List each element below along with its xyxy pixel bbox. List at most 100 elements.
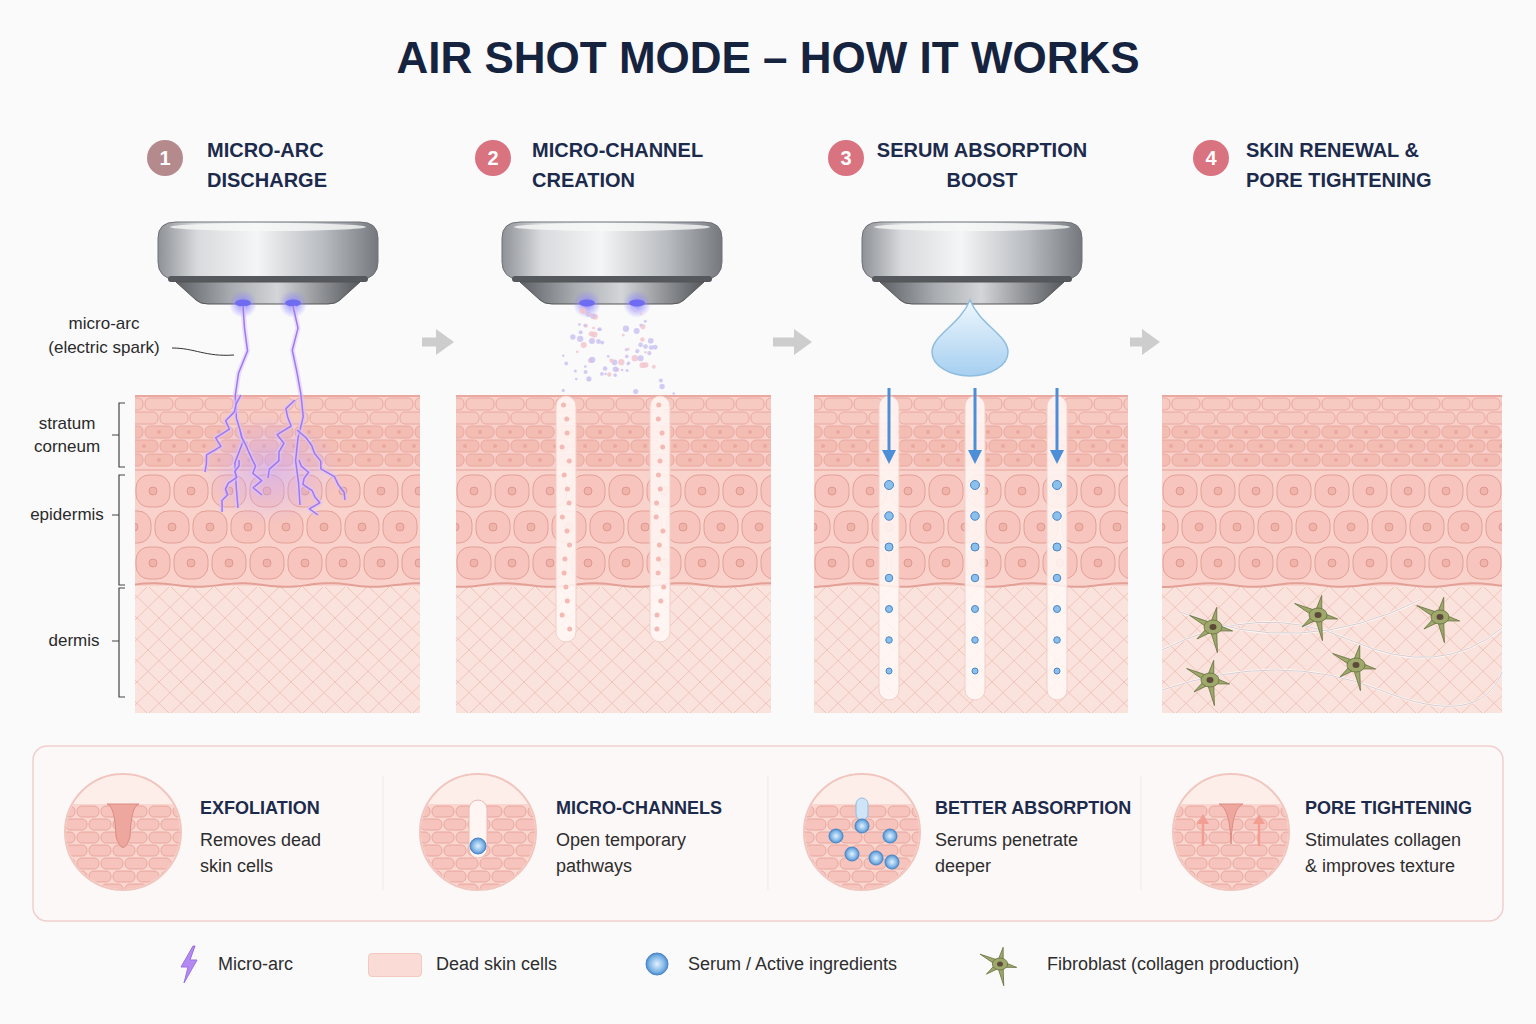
skin-section bbox=[814, 395, 1128, 713]
cell-nucleus bbox=[641, 523, 649, 531]
collagen-strand bbox=[1180, 600, 1420, 633]
serum-dot bbox=[885, 543, 893, 551]
skin-section bbox=[1162, 395, 1502, 713]
collagen-strand bbox=[1162, 670, 1502, 706]
epidermis-cell bbox=[1162, 511, 1178, 543]
flat-cell bbox=[1412, 426, 1440, 438]
icon-cell bbox=[816, 806, 838, 817]
epidermis-cell bbox=[1486, 511, 1502, 543]
cell-nucleus bbox=[923, 523, 931, 531]
flat-cell bbox=[824, 398, 852, 410]
flat-cell bbox=[1094, 398, 1122, 410]
cell-nucleus bbox=[851, 444, 855, 448]
flow-arrow bbox=[773, 338, 794, 347]
cell-nucleus bbox=[187, 458, 191, 462]
collagen-fiber bbox=[1440, 587, 1502, 713]
icon-cell bbox=[528, 858, 550, 869]
cell-nucleus bbox=[1214, 458, 1218, 462]
icon-cell bbox=[173, 832, 195, 843]
serum-dot bbox=[885, 574, 893, 582]
flat-cell bbox=[1442, 454, 1470, 466]
collagen-fiber bbox=[1242, 587, 1372, 713]
epidermis-cell bbox=[1429, 475, 1463, 507]
epidermis-cell bbox=[307, 511, 341, 543]
flat-cell bbox=[736, 454, 764, 466]
flat-cell bbox=[135, 440, 158, 452]
epidermis-cell bbox=[1163, 547, 1197, 579]
cell-nucleus bbox=[583, 444, 587, 448]
collagen-fiber bbox=[690, 587, 771, 713]
cell-nucleus bbox=[339, 559, 347, 567]
particle bbox=[570, 334, 575, 339]
panel-divider bbox=[767, 776, 768, 890]
cell-nucleus bbox=[1364, 458, 1368, 462]
particle bbox=[562, 389, 565, 392]
icon-cell bbox=[1161, 832, 1183, 843]
cell-nucleus bbox=[1252, 559, 1260, 567]
epidermis-cell bbox=[1315, 475, 1349, 507]
icon-cell bbox=[528, 884, 550, 895]
icon-skin bbox=[408, 772, 562, 895]
cell-nucleus bbox=[1379, 444, 1383, 448]
icon-cell bbox=[185, 819, 207, 830]
collagen-fiber bbox=[347, 587, 420, 713]
collagen-fiber bbox=[850, 587, 980, 713]
skin-section bbox=[135, 395, 420, 713]
particle bbox=[586, 311, 592, 317]
flat-cell bbox=[751, 440, 771, 452]
flat-cell bbox=[706, 398, 734, 410]
cell-nucleus bbox=[1319, 444, 1323, 448]
serum-dot bbox=[1054, 637, 1061, 644]
collagen-fiber bbox=[1462, 587, 1502, 713]
icon-skin bbox=[53, 772, 207, 895]
collagen-fiber bbox=[149, 587, 279, 713]
label-wrap: micro-arc (electric spark) bbox=[42, 312, 166, 360]
cell-nucleus bbox=[1385, 523, 1393, 531]
cell-nucleus bbox=[412, 444, 416, 448]
collagen-fiber bbox=[456, 587, 490, 713]
epidermis-cell bbox=[402, 547, 420, 579]
cell-nucleus bbox=[613, 444, 617, 448]
legend-text: Fibroblast (collagen production) bbox=[1047, 951, 1299, 977]
dermis-layer bbox=[1162, 395, 1502, 713]
step-number: 4 bbox=[1193, 140, 1229, 176]
cell-nucleus bbox=[358, 523, 366, 531]
particle bbox=[623, 326, 629, 332]
epidermis-cell bbox=[929, 475, 963, 507]
collagen-fiber bbox=[1198, 587, 1328, 713]
flat-cell bbox=[586, 398, 614, 410]
flat-cell bbox=[190, 412, 218, 424]
epidermis-layer bbox=[456, 470, 771, 586]
flat-cell bbox=[1247, 412, 1275, 424]
collagen-fiber bbox=[135, 587, 147, 713]
flat-cell bbox=[135, 398, 143, 410]
icon-outline bbox=[1173, 774, 1289, 890]
flat-cell bbox=[1262, 398, 1290, 410]
dead-cell-debris bbox=[565, 431, 570, 436]
flat-cell bbox=[145, 398, 173, 410]
cell-nucleus bbox=[172, 444, 176, 448]
benefit-heading: EXFOLIATION bbox=[200, 794, 352, 822]
label-wrap: epidermis bbox=[25, 503, 109, 527]
flat-cell bbox=[481, 412, 509, 424]
icon-channel bbox=[469, 800, 487, 858]
collagen-fiber bbox=[1092, 587, 1128, 713]
cell-nucleus bbox=[456, 523, 459, 531]
icon-cell bbox=[888, 884, 910, 895]
collagen-fiber bbox=[237, 587, 367, 713]
cell-nucleus bbox=[603, 523, 611, 531]
icon-cell bbox=[420, 871, 442, 882]
collagen-fiber bbox=[149, 587, 279, 713]
layer-bracket bbox=[112, 403, 125, 467]
emitter-glow bbox=[573, 290, 601, 318]
flat-cell bbox=[1292, 398, 1320, 410]
collagen-fiber bbox=[456, 587, 556, 713]
icon-channel bbox=[856, 798, 868, 820]
flat-cell bbox=[456, 398, 464, 410]
collagen-fiber bbox=[894, 587, 1024, 713]
cell-nucleus bbox=[1214, 487, 1222, 495]
flat-cell bbox=[914, 398, 942, 410]
flow-arrow bbox=[422, 338, 436, 347]
flat-cell bbox=[1202, 454, 1230, 466]
flat-cell bbox=[205, 398, 233, 410]
